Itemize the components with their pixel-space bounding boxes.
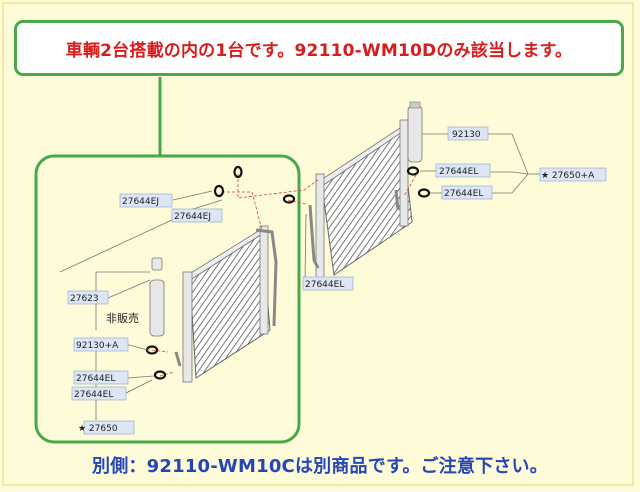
label-27644el-d: 27644EL xyxy=(76,374,115,384)
condenser-right xyxy=(308,101,423,279)
notice-top-text: 車輌2台搭載の内の1台です。92110-WM10Dのみ該当します。 xyxy=(65,40,573,61)
notice-bottom-text: 別側：92110-WM10Cは別商品です。ご注意下さい。 xyxy=(92,456,548,477)
page-frame xyxy=(2,2,634,486)
o-ring-icon xyxy=(417,188,431,198)
leader-lines xyxy=(59,133,540,420)
label-not-for-sale: 非販売 xyxy=(106,312,139,325)
notice-bottom: 別側：92110-WM10Cは別商品です。ご注意下さい。 xyxy=(0,452,640,482)
label-27650: ★ 27650 xyxy=(78,424,118,434)
o-ring-icon xyxy=(282,194,296,204)
label-27644ej-b: 27644EJ xyxy=(174,212,211,222)
o-ring-icon xyxy=(233,165,243,179)
part-labels: 92130 27644EL 27644EL ★ 27650+A 27644EJ … xyxy=(67,126,607,435)
o-ring-icon xyxy=(153,370,167,380)
o-ring-icon xyxy=(213,184,225,198)
o-ring-icon xyxy=(406,166,420,176)
dashed-leaders xyxy=(151,174,417,377)
label-27644el-b: 27644EL xyxy=(444,189,483,199)
label-92130a: 92130+A xyxy=(76,341,119,351)
notice-callout: 車輌2台搭載の内の1台です。92110-WM10Dのみ該当します。 xyxy=(14,20,624,76)
label-27644ej-a: 27644EJ xyxy=(122,197,159,207)
highlight-box xyxy=(34,154,301,444)
label-27644el-a: 27644EL xyxy=(439,167,478,177)
label-92130: 92130 xyxy=(452,130,481,140)
label-27644el-e: 27644EL xyxy=(74,390,113,400)
label-27650a: ★ 27650+A xyxy=(541,171,595,181)
label-27623: 27623 xyxy=(70,294,99,304)
condenser-left xyxy=(149,225,278,383)
label-27644el-c: 27644EL xyxy=(305,280,344,290)
